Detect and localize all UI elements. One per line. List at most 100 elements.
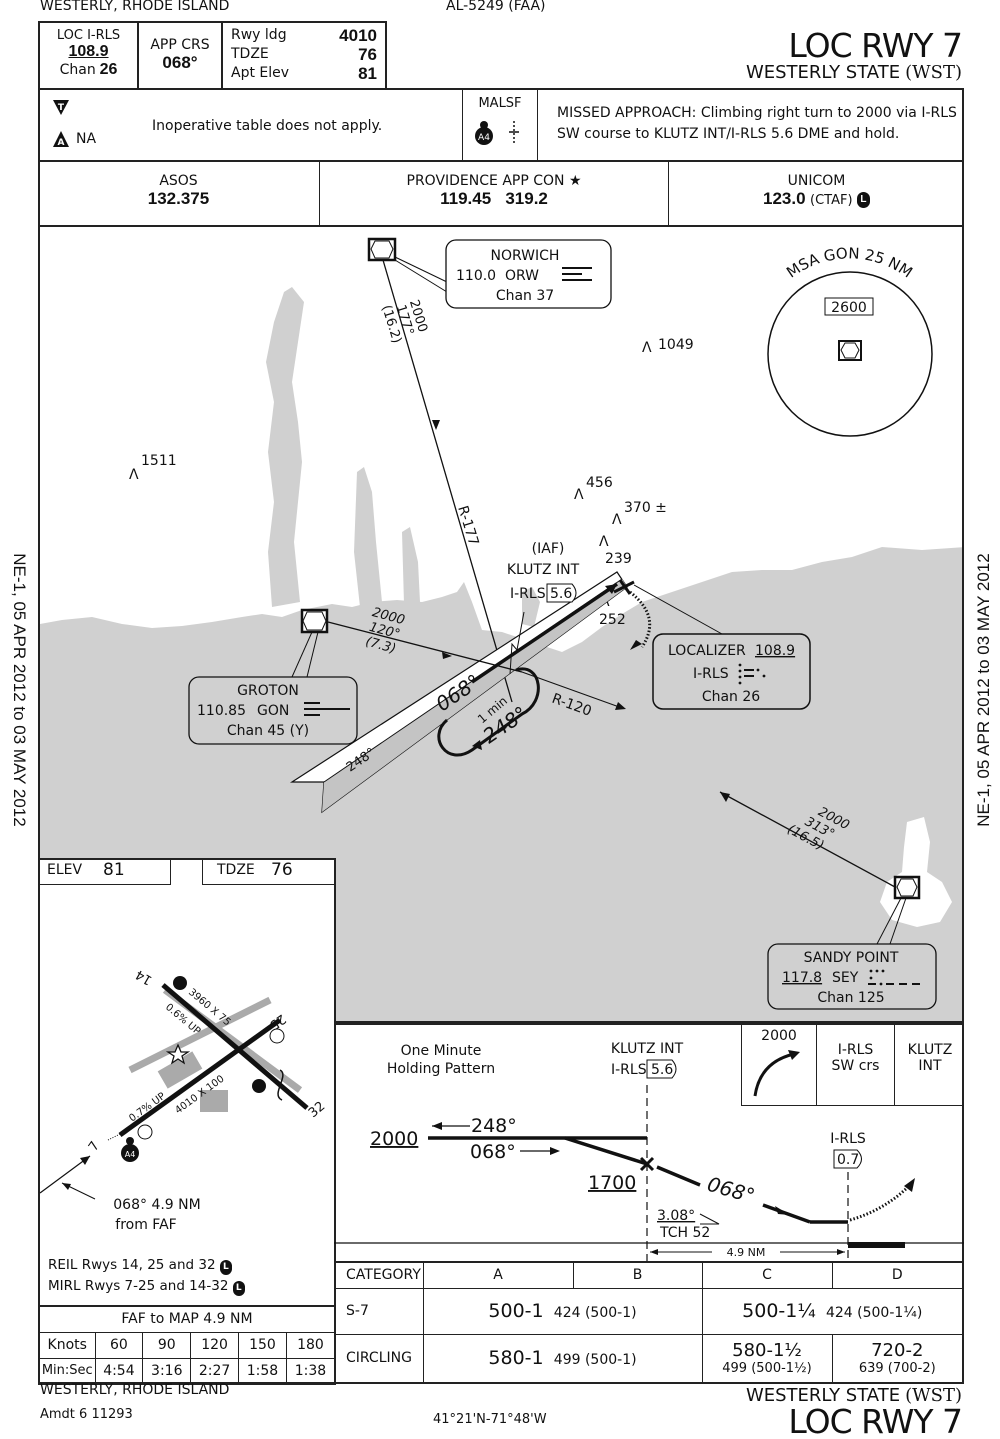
loc-label: LOC I-RLS <box>56 28 121 43</box>
footer-coordinates: 41°21'N-71°48'W <box>433 1412 547 1427</box>
elev-box: ELEV 81 <box>38 858 171 885</box>
obstacle-icon: Λ <box>642 340 652 356</box>
time-value: 2:27 <box>190 1357 240 1385</box>
airport-id: (WST) <box>905 62 962 83</box>
category-a-header: A <box>422 1261 574 1289</box>
category-header: CATEGORY <box>334 1261 424 1289</box>
ma-step2-line2: SW crs <box>831 1058 880 1074</box>
procedure-title: LOC RWY 7 <box>788 26 963 65</box>
footer-airport-name: WESTERLY STATE (WST) <box>746 1385 962 1406</box>
ma-step-course: I-RLS SW crs <box>817 1021 895 1105</box>
descent-to-faf <box>564 1136 648 1166</box>
header-city-state: WESTERLY, RHODE ISLAND <box>40 0 230 14</box>
groton-morse-icon <box>304 702 350 716</box>
norwich-callout <box>445 239 612 309</box>
norwich-vortac-icon <box>367 237 397 262</box>
runway-7-25 <box>118 1017 282 1138</box>
comm-freq: 123.0 <box>763 189 806 208</box>
radial-120-line <box>521 671 623 709</box>
msa-vortac-icon <box>838 340 862 361</box>
norwich-route-arrow <box>432 420 440 430</box>
circling-label: CIRCLING <box>334 1333 424 1384</box>
airport-name-text: WESTERLY STATE <box>745 62 901 83</box>
mirl-text: MIRL Rwys 7-25 and 14-32 <box>48 1278 229 1294</box>
hangar-area <box>200 1090 228 1112</box>
ctaf-label: (CTAF) <box>810 193 853 208</box>
profile-klutz-dme: 5.6 <box>651 1062 673 1078</box>
circling-ab-sub: 499 (500-1) <box>553 1352 637 1369</box>
timing-times-row: Min:Sec 4:54 3:16 2:27 1:58 1:38 <box>38 1357 336 1385</box>
s7-ab-minimums: 500-1 424 (500-1) <box>422 1287 703 1335</box>
obstacle-icon: Λ <box>129 467 139 483</box>
sandy-point-vortac-icon <box>893 875 921 900</box>
comm-freq: 132.375 <box>147 189 210 208</box>
obstacle-370: 370 ± <box>624 500 667 516</box>
comm-label: ASOS <box>159 173 198 189</box>
elev-label: ELEV <box>47 862 83 878</box>
localizer-morse-icon <box>738 663 766 685</box>
groton-callout <box>188 676 358 745</box>
sandy-route-line <box>719 791 896 888</box>
circling-c-sub: 499 (500-1½) <box>722 1361 812 1377</box>
app-crs-label: APP CRS <box>150 37 210 53</box>
sandy-point-morse-icon <box>868 969 920 986</box>
alternate-triangle-icon: A <box>53 131 69 148</box>
knots-label: Knots <box>38 1331 96 1359</box>
climbing-right-turn-icon <box>753 1050 800 1097</box>
papi-icon-7 <box>137 1124 153 1140</box>
groton-name: GROTON <box>237 683 299 699</box>
holding-label-1: One Minute <box>401 1043 482 1059</box>
takeoff-symbol-letter: T <box>58 103 65 113</box>
msa-circle: MSA GON 25 NM 2600 <box>767 244 933 437</box>
chan-label: Chan <box>59 62 96 78</box>
final-course: 068° <box>705 1172 758 1208</box>
comm-freq: 119.45 319.2 <box>440 189 548 208</box>
comm-freq-line: 123.0 (CTAF) L <box>669 189 964 209</box>
comm-label: PROVIDENCE APP CON ★ <box>406 173 582 189</box>
hold-altitude: 2000 <box>370 1128 418 1150</box>
apt-elev-label: Apt Elev <box>231 65 290 81</box>
s7-label: S-7 <box>334 1287 424 1335</box>
reil-note: REIL Rwys 14, 25 and 32 L <box>48 1257 232 1275</box>
timing-knots-row: Knots 60 90 120 150 180 <box>38 1331 336 1359</box>
localizer-callout <box>652 633 811 710</box>
svg-text:A4: A4 <box>125 1150 136 1159</box>
takeoff-triangle-icon: T <box>53 100 69 115</box>
tdze-label: TDZE <box>217 862 255 878</box>
loc-frequency: 108.9 <box>68 43 109 60</box>
s7-ab-main: 500-1 <box>488 1300 544 1322</box>
s7-ab-sub: 424 (500-1) <box>553 1305 637 1321</box>
sandy-point-callout <box>767 943 937 1010</box>
norwich-route-line <box>382 259 513 703</box>
runway-profile <box>848 1242 905 1248</box>
loc-channel: Chan 26 <box>40 61 137 79</box>
profile-inbound: 068° <box>470 1141 516 1163</box>
alternate-na: NA <box>76 131 97 147</box>
circling-d-sub: 639 (700-2) <box>858 1361 936 1377</box>
map-dme: 0.7 <box>837 1152 859 1168</box>
tch: TCH 52 <box>659 1225 710 1241</box>
profile-dme-box <box>646 1059 677 1079</box>
klutz-dme: 5.6 <box>550 586 572 602</box>
comm-asos: ASOS 132.375 <box>38 160 320 227</box>
footer-procedure-title: LOC RWY 7 <box>788 1402 963 1439</box>
groton-vortac-icon <box>300 608 329 634</box>
knots-value: 60 <box>94 1331 144 1359</box>
tdze-value: 76 <box>358 45 377 64</box>
footer-city-state: WESTERLY, RHODE ISLAND <box>40 1382 230 1398</box>
app-crs-box: APP CRS 068° <box>137 21 223 90</box>
glideslope-angle: 3.08° <box>657 1208 695 1224</box>
airport-diagram-map: 14 32 25 7 3960 X 75 0.6% UP 4010 X 100 … <box>39 966 328 1233</box>
groton-route-label: 2000 120° (7.3) <box>364 605 407 657</box>
reil-text: REIL Rwys 14, 25 and 32 <box>48 1257 216 1273</box>
airport-diagram <box>38 858 336 1384</box>
pilot-controlled-lighting-icon: L <box>219 1260 232 1275</box>
dme-box <box>546 583 577 603</box>
inop-note: Inoperative table does not apply. <box>152 118 383 134</box>
apt-elev-value: 81 <box>358 64 377 83</box>
time-value: 1:58 <box>238 1357 287 1385</box>
lighting-box: MALSF A4 <box>462 88 538 162</box>
groton-route-line <box>327 621 523 673</box>
missed-approach-turn <box>629 590 652 648</box>
